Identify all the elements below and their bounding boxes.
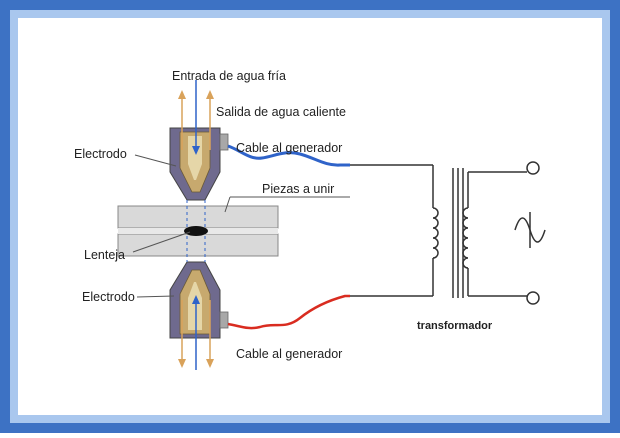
label-transformer: transformador bbox=[417, 320, 493, 332]
transformer bbox=[432, 165, 527, 298]
label-cable-top: Cable al generador bbox=[236, 141, 342, 155]
frame-canvas bbox=[18, 18, 602, 415]
label-hot-water-out: Salida de agua caliente bbox=[216, 105, 346, 119]
workpiece-upper bbox=[117, 205, 279, 229]
label-electrode-top: Electrodo bbox=[74, 147, 127, 161]
label-cold-water-in: Entrada de agua fría bbox=[172, 69, 286, 83]
terminal-lower bbox=[526, 291, 540, 305]
weld-nugget bbox=[184, 226, 208, 236]
label-electrode-bottom: Electrodo bbox=[82, 290, 135, 304]
label-workpieces: Piezas a unir bbox=[262, 182, 334, 196]
workpieces bbox=[117, 205, 279, 257]
water-flow bbox=[178, 80, 214, 370]
cable-lower bbox=[227, 294, 350, 330]
label-cable-bottom: Cable al generador bbox=[236, 347, 342, 361]
leader-lines bbox=[132, 154, 350, 298]
workpiece-lower bbox=[117, 233, 279, 257]
cable-upper bbox=[227, 144, 350, 167]
label-nugget: Lenteja bbox=[84, 248, 125, 262]
terminal-upper bbox=[526, 161, 540, 175]
sine-wave-icon bbox=[514, 212, 546, 248]
